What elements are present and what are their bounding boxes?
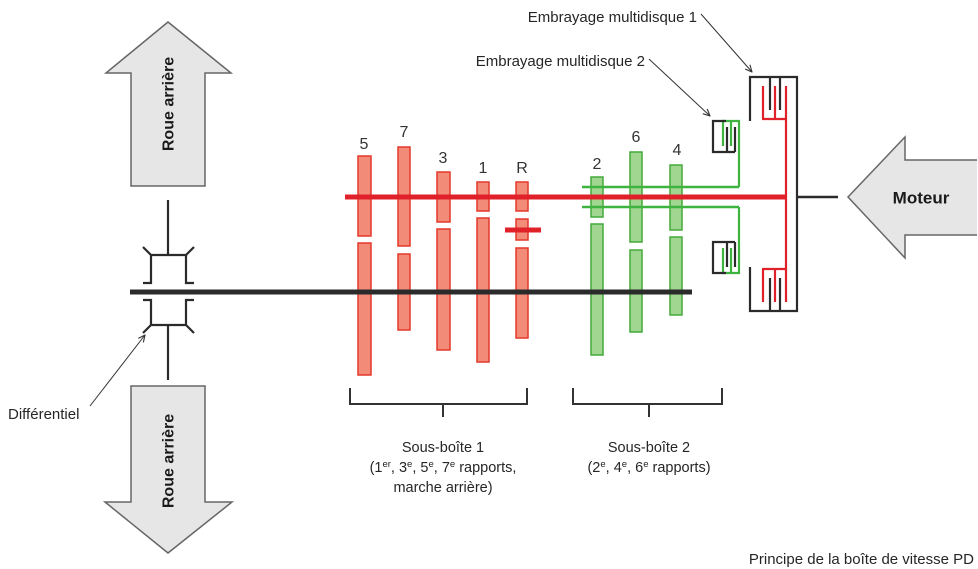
- subgearbox-2-bracket: [572, 388, 723, 417]
- gear-6-label: 6: [632, 129, 641, 146]
- subgearbox-1-bracket: [349, 388, 528, 417]
- ratio-text: , 4: [606, 460, 622, 476]
- clutch-1-bottom-outer-plates: [768, 278, 782, 311]
- subgearbox-2-legend: Sous-boîte 2 (2e, 4e, 6e rapports): [572, 388, 723, 476]
- shafts: [130, 185, 838, 295]
- ratio-superscript: e: [407, 459, 412, 470]
- gear-5-driven: [357, 242, 372, 376]
- clutch-1-annotation: Embrayage multidisque 1: [528, 9, 697, 26]
- clutch-1-leader-arrow: [700, 13, 752, 72]
- rear-wheel-arrow-top: Roue arrière: [103, 21, 234, 187]
- ratio-superscript: e: [600, 459, 605, 470]
- clutch-1-bottom-inner-plates: [761, 267, 786, 302]
- gear-4-driven: [669, 236, 683, 316]
- subgearbox-2-ratios: (2e, 4e, 6e rapports): [587, 459, 710, 476]
- ratio-superscript: e: [450, 459, 455, 470]
- ratio-superscript: e: [428, 459, 433, 470]
- ratio-text: , 3: [391, 460, 407, 476]
- gear-7-label: 7: [400, 124, 409, 141]
- clutch-2-leader-arrow: [648, 58, 710, 116]
- multidisc-clutch-2: [711, 119, 741, 275]
- clutch-2-top-inner-plates: [721, 119, 741, 187]
- ratio-text: , 7: [434, 460, 450, 476]
- up-arrow-icon: [103, 21, 234, 187]
- ratio-text: rapports): [648, 460, 710, 476]
- clutch-2-bottom-inner-plates: [721, 207, 741, 275]
- subgearbox-1-title: Sous-boîte 1: [402, 440, 484, 456]
- ratio-text: rapports,: [455, 460, 516, 476]
- differential: [142, 200, 195, 380]
- differential-annotation: Différentiel: [8, 406, 79, 423]
- figure-caption: Principe de la boîte de vitesse PD: [749, 551, 974, 568]
- subgearbox-1-legend: Sous-boîte 1 (1er, 3e, 5e, 7e rapports, …: [349, 388, 528, 496]
- subgearbox-1-reverse: marche arrière): [393, 480, 492, 496]
- subgearbox-2-title: Sous-boîte 2: [608, 440, 690, 456]
- ratio-superscript: e: [643, 459, 648, 470]
- gear-3-label: 3: [439, 150, 448, 167]
- ratio-superscript: e: [622, 459, 627, 470]
- ratio-text: , 6: [627, 460, 643, 476]
- rear-wheel-arrow-bottom: Roue arrière: [102, 385, 235, 554]
- gear-4-label: 4: [673, 142, 682, 159]
- clutch-housing: [748, 75, 799, 313]
- clutch-2-annotation: Embrayage multidisque 2: [476, 53, 645, 70]
- annotations: Embrayage multidisque 1 Embrayage multid…: [8, 9, 752, 423]
- gear-1-label: 1: [479, 160, 488, 177]
- engine-label: Moteur: [893, 189, 950, 208]
- subgearbox-2-gears: 2 6 4: [590, 129, 683, 356]
- ratio-text: (1: [370, 460, 383, 476]
- differential-upper-bevel: [142, 246, 195, 285]
- clutch-1-top-outer-plates: [768, 77, 782, 110]
- rear-wheel-bottom-label: Roue arrière: [161, 414, 178, 508]
- subgearbox-1-ratios: (1er, 3e, 5e, 7e rapports,: [370, 459, 517, 476]
- ratio-superscript: er: [382, 459, 390, 470]
- left-arrow-outline: [846, 135, 977, 260]
- down-arrow-icon: [102, 385, 235, 554]
- clutch-1-top-inner-plates: [761, 86, 786, 121]
- gear-2-label: 2: [593, 156, 602, 173]
- clutch-2-bottom-outer-plates: [711, 240, 737, 275]
- ratio-text: (2: [587, 460, 600, 476]
- gear-r-label: R: [516, 160, 528, 177]
- left-arrow-icon: [848, 137, 977, 258]
- clutch-2-top-outer-plates: [711, 119, 737, 154]
- gear-5-label: 5: [360, 136, 369, 153]
- engine-arrow: Moteur: [846, 135, 977, 260]
- rear-wheel-top-label: Roue arrière: [161, 57, 178, 151]
- differential-leader-arrow: [89, 335, 145, 407]
- ratio-text: , 5: [412, 460, 428, 476]
- subgearbox-1-gears: 5 7 3 1 R: [357, 124, 541, 376]
- multidisc-clutch-1: [748, 75, 799, 313]
